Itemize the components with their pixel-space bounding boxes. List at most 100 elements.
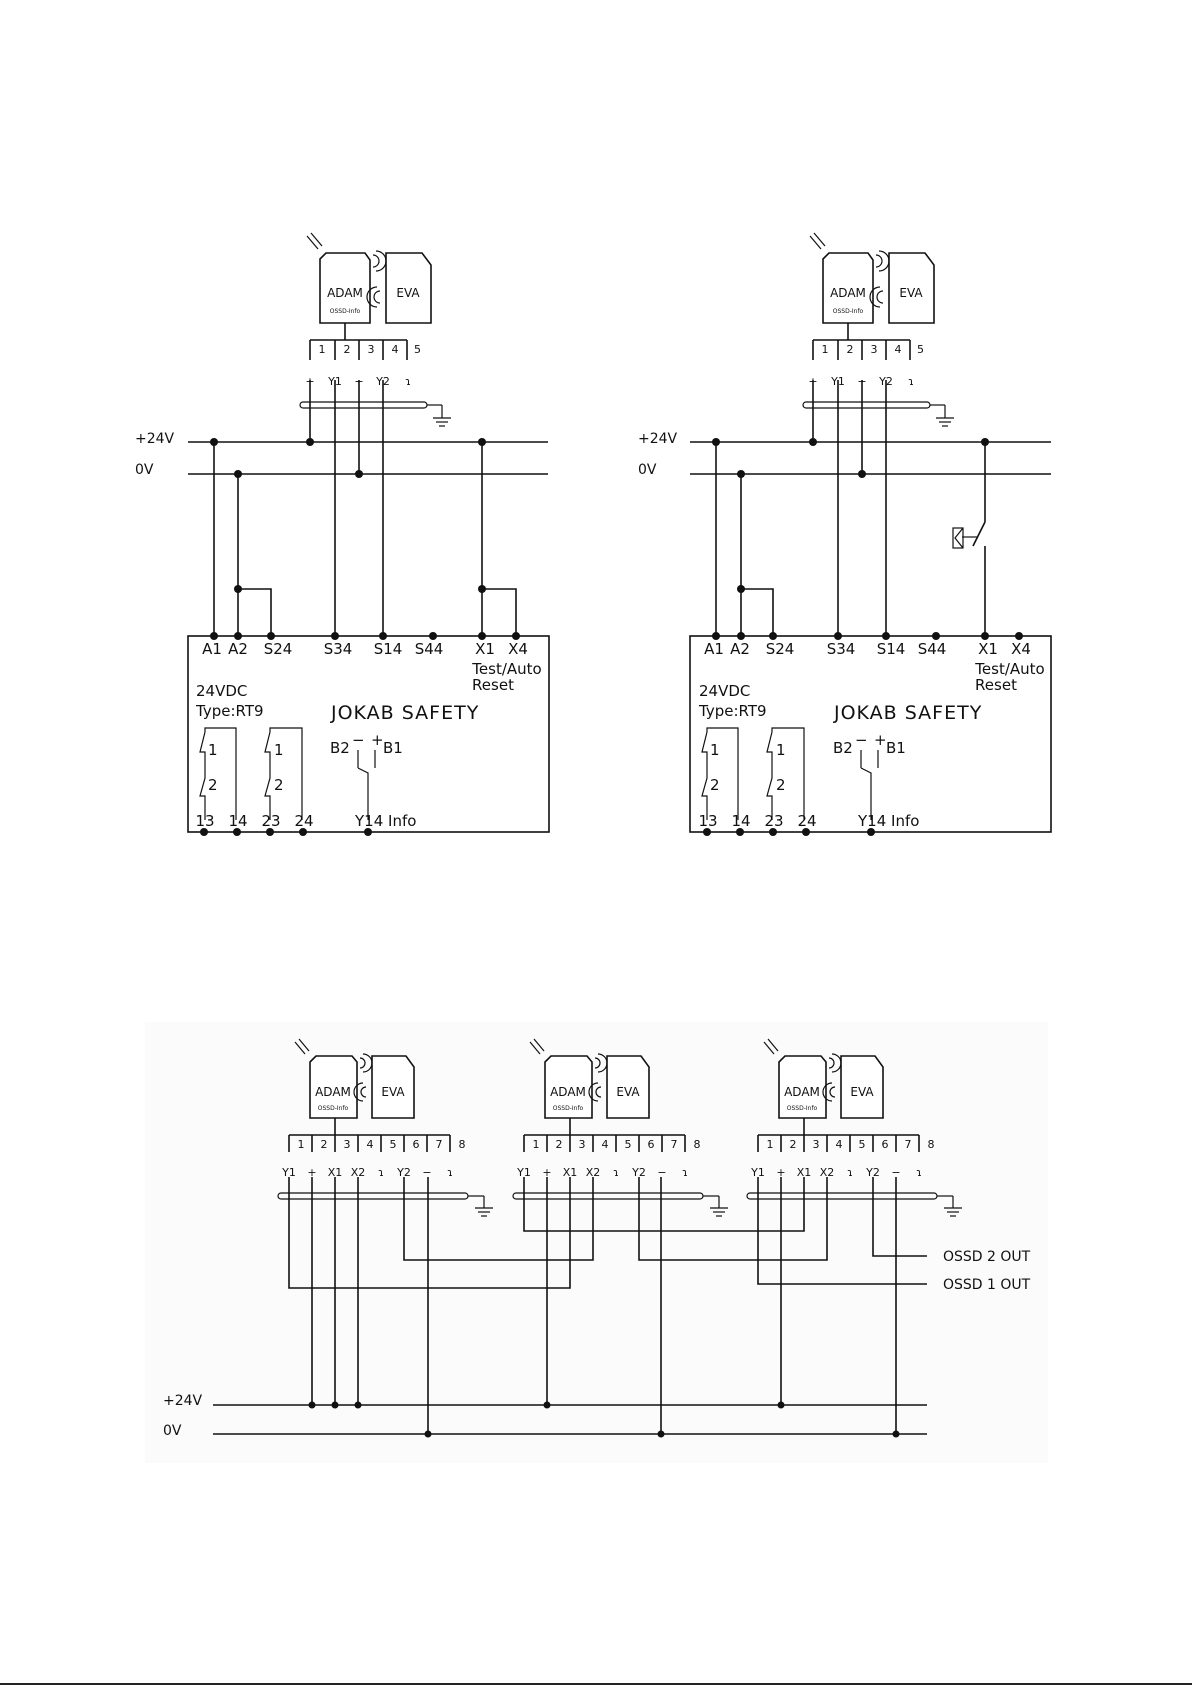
terminal-x1: X1 xyxy=(978,640,998,658)
wire-y1-to-x1 xyxy=(523,1177,805,1232)
pin-function: X1 xyxy=(563,1166,578,1179)
terminal-y14-info: Y14 Info xyxy=(354,812,416,830)
pin-function: ɿ xyxy=(613,1166,619,1179)
pin-number: 3 xyxy=(813,1138,820,1151)
minus-label: − xyxy=(855,731,868,749)
reset-label: Reset xyxy=(975,676,1017,694)
emitter-ray-icon xyxy=(763,1041,775,1055)
pin-function: X2 xyxy=(586,1166,601,1179)
eva-label: EVA xyxy=(899,286,923,300)
terminal-s44: S44 xyxy=(415,640,444,658)
eva-label: EVA xyxy=(381,1085,405,1099)
cable-shield xyxy=(299,401,428,409)
signal-waves-icon xyxy=(372,250,387,272)
terminal-14: 14 xyxy=(731,812,750,830)
eva-sensor-body xyxy=(371,1055,415,1119)
pin-number: 6 xyxy=(413,1138,420,1151)
wire-ossd1 xyxy=(757,1177,927,1285)
eva-label: EVA xyxy=(396,286,420,300)
sensor-pair: ADAM OSSD-Info EVA 1 2 3 4 5 + Y1 − Y2 ɿ xyxy=(299,232,451,427)
pin-function: + xyxy=(542,1166,551,1179)
b2-label: B2 xyxy=(833,739,853,757)
terminal-s44: S44 xyxy=(918,640,947,658)
adam-sensor-body xyxy=(822,252,874,324)
terminal-s34: S34 xyxy=(827,640,856,658)
pin-function: X1 xyxy=(328,1166,343,1179)
adam-label: ADAM xyxy=(550,1085,586,1099)
pin-number: 2 xyxy=(321,1138,328,1151)
wire-ossd2 xyxy=(872,1177,927,1257)
signal-waves-icon xyxy=(875,250,890,272)
pin-function: + xyxy=(776,1166,785,1179)
pin-number: 3 xyxy=(871,343,878,356)
b2-label: B2 xyxy=(330,739,350,757)
ossd-info-label: OSSD-Info xyxy=(330,308,361,315)
adam-label: ADAM xyxy=(830,286,866,300)
emitter-ray-icon xyxy=(310,232,323,247)
ossd-info-label: OSSD-Info xyxy=(553,1105,584,1112)
b1-label: B1 xyxy=(886,739,906,757)
contact-label: 2 xyxy=(274,776,284,794)
pin-function: ɿ xyxy=(908,375,914,388)
pin-number: 8 xyxy=(928,1138,935,1151)
emitter-ray-icon xyxy=(529,1041,541,1055)
terminal-x1: X1 xyxy=(475,640,495,658)
minus-label: − xyxy=(352,731,365,749)
b1-label: B1 xyxy=(383,739,403,757)
type-label: Type:RT9 xyxy=(195,702,264,720)
pin-number: 1 xyxy=(822,343,829,356)
test-auto-label: Test/Auto xyxy=(471,660,541,678)
contact-label: 2 xyxy=(208,776,218,794)
contact-label: 2 xyxy=(776,776,786,794)
pin-number: 5 xyxy=(414,343,421,356)
terminal-a1: A1 xyxy=(202,640,222,658)
signal-waves-icon xyxy=(869,286,884,308)
pin-number: 6 xyxy=(648,1138,655,1151)
adam-label: ADAM xyxy=(784,1085,820,1099)
pin-function: − xyxy=(657,1166,666,1179)
plus-label: + xyxy=(874,731,887,749)
pin-number: 8 xyxy=(459,1138,466,1151)
brand-label: JOKAB SAFETY xyxy=(833,702,982,724)
reset-pushbutton xyxy=(952,442,986,636)
terminal-13: 13 xyxy=(195,812,214,830)
wire-y1-to-x1 xyxy=(288,1177,571,1289)
rail-label-0v: 0V xyxy=(163,1423,182,1439)
emitter-ray-icon xyxy=(306,235,319,250)
pin-function: Y1 xyxy=(516,1166,531,1179)
emitter-ray-icon xyxy=(533,1038,545,1052)
cable-shield xyxy=(802,401,931,409)
pin-function: Y1 xyxy=(281,1166,296,1179)
diagram-rt9-auto-reset: ADAM OSSD-Info EVA 1 2 3 4 5 + Y1 − Y2 ɿ xyxy=(638,232,1052,836)
contact-label: 1 xyxy=(208,741,218,759)
pin-function: Y2 xyxy=(396,1166,411,1179)
pin-number: 1 xyxy=(298,1138,305,1151)
terminal-s24: S24 xyxy=(766,640,795,658)
pin-number: 3 xyxy=(579,1138,586,1151)
pin-number: 4 xyxy=(836,1138,843,1151)
pin-function: X2 xyxy=(820,1166,835,1179)
pin-number: 4 xyxy=(367,1138,374,1151)
test-auto-label: Test/Auto xyxy=(974,660,1044,678)
type-label: Type:RT9 xyxy=(698,702,767,720)
terminal-s14: S14 xyxy=(374,640,403,658)
pin-number: 1 xyxy=(319,343,326,356)
eva-sensor-body xyxy=(840,1055,884,1119)
adam-sensor-body xyxy=(309,1055,358,1119)
pin-function: − xyxy=(891,1166,900,1179)
signal-waves-icon xyxy=(353,1082,367,1102)
signal-waves-icon xyxy=(822,1082,836,1102)
pin-function: ɿ xyxy=(916,1166,922,1179)
terminal-23: 23 xyxy=(764,812,783,830)
pin-number: 2 xyxy=(847,343,854,356)
pin-function: ɿ xyxy=(847,1166,853,1179)
terminal-13: 13 xyxy=(698,812,717,830)
adam-label: ADAM xyxy=(315,1085,351,1099)
pin-function: + xyxy=(307,1166,316,1179)
contact-label: 1 xyxy=(710,741,720,759)
adam-sensor-body xyxy=(544,1055,593,1119)
pin-function: Y2 xyxy=(865,1166,880,1179)
